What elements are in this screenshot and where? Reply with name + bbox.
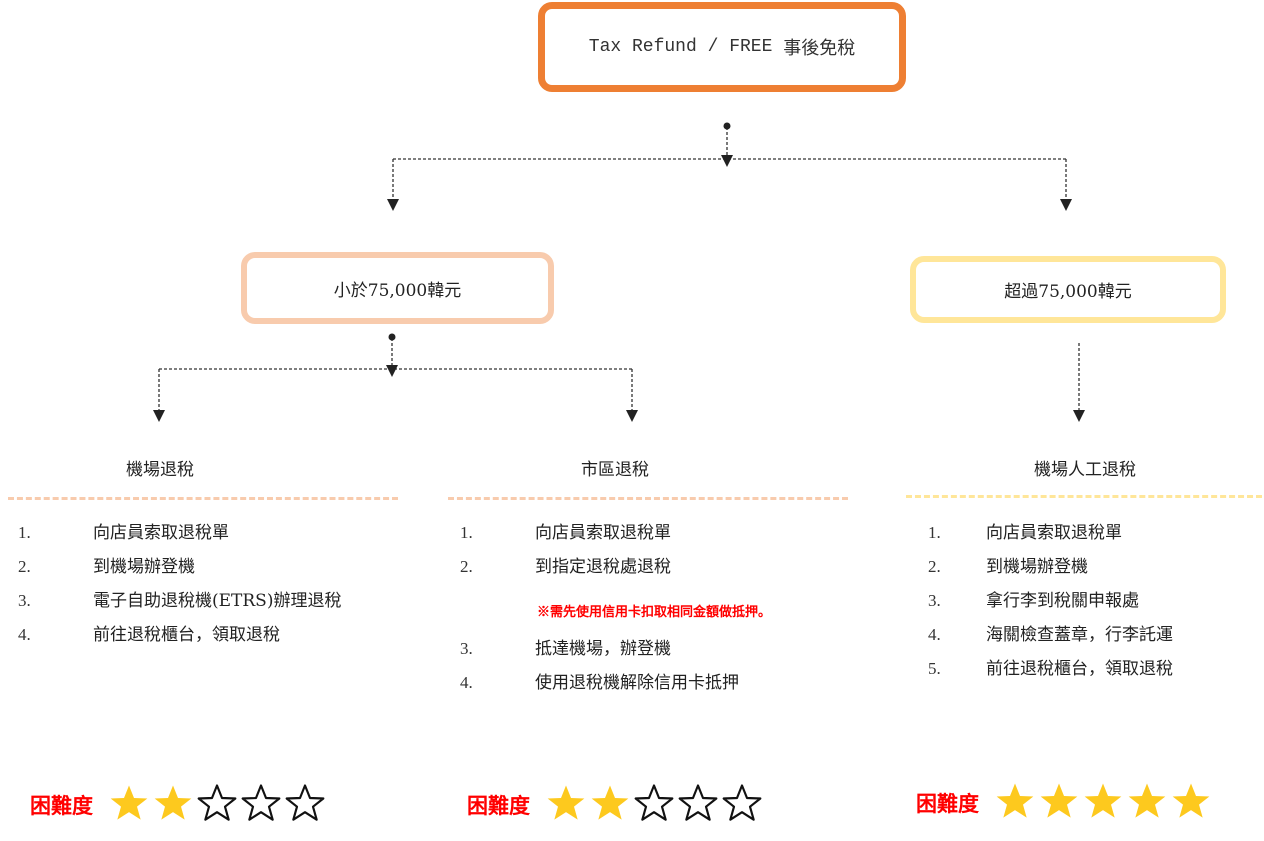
difficulty-rating-city-refund: 困難度 bbox=[467, 783, 764, 827]
branch-label: 小於75,000韓元 bbox=[333, 280, 462, 301]
star-filled-icon bbox=[110, 785, 148, 820]
difficulty-rating-manual-airport-refund: 困難度 bbox=[916, 781, 1213, 825]
list-item: 2.到機場辦登機 bbox=[928, 557, 1088, 577]
steps-list-city-refund-cont: 3.抵達機場，辦登機 4.使用退稅機解除信用卡抵押 bbox=[460, 632, 739, 700]
difficulty-label: 困難度 bbox=[467, 793, 530, 818]
list-item: 1.向店員索取退稅單 bbox=[18, 523, 229, 543]
star-filled-icon bbox=[996, 783, 1034, 818]
arrow-down-icon bbox=[387, 199, 399, 211]
branch-label: 超過75,000韓元 bbox=[1004, 282, 1132, 302]
steps-list-city-refund: 1.向店員索取退稅單 2.到指定退稅處退稅 bbox=[460, 516, 671, 584]
difficulty-label: 困難度 bbox=[916, 791, 979, 816]
list-item: 2.到機場辦登機 bbox=[18, 557, 195, 577]
star-filled-icon bbox=[1040, 783, 1078, 818]
column-divider bbox=[906, 495, 1262, 498]
list-item: 4.使用退稅機解除信用卡抵押 bbox=[460, 673, 739, 693]
star-rating bbox=[107, 783, 327, 827]
root-node: Tax Refund / FREE 事後免稅 bbox=[538, 2, 906, 92]
star-filled-icon bbox=[154, 785, 192, 820]
list-item: 1.向店員索取退稅單 bbox=[928, 523, 1122, 543]
star-rating bbox=[544, 783, 764, 827]
branch-under-75000: 小於75,000韓元 bbox=[241, 252, 554, 324]
star-outline-icon bbox=[241, 784, 281, 821]
list-item: 3.電子自助退稅機(ETRS)辦理退稅 bbox=[18, 591, 342, 611]
difficulty-label: 困難度 bbox=[30, 793, 93, 818]
dot-icon bbox=[723, 122, 731, 130]
dot-icon bbox=[388, 333, 396, 341]
deposit-warning-note: ※需先使用信用卡扣取相同金額做抵押。 bbox=[537, 605, 772, 620]
root-title-latin: Tax Refund / FREE bbox=[588, 37, 773, 57]
column-title-airport-refund: 機場退稅 bbox=[126, 460, 194, 480]
difficulty-rating-airport-refund: 困難度 bbox=[30, 783, 327, 827]
star-outline-icon bbox=[722, 784, 762, 821]
arrow-down-icon bbox=[1060, 199, 1072, 211]
star-filled-icon bbox=[1128, 783, 1166, 818]
star-outline-icon bbox=[285, 784, 325, 821]
star-outline-icon bbox=[197, 784, 237, 821]
column-title-manual-airport-refund: 機場人工退稅 bbox=[1034, 460, 1136, 480]
list-item: 3.拿行李到稅關申報處 bbox=[928, 591, 1139, 611]
list-item: 2.到指定退稅處退稅 bbox=[460, 557, 671, 577]
branch-over-75000: 超過75,000韓元 bbox=[910, 256, 1226, 323]
list-item: 1.向店員索取退稅單 bbox=[460, 523, 671, 543]
list-item: 4.前往退稅櫃台，領取退稅 bbox=[18, 625, 280, 645]
steps-list-airport-refund: 1.向店員索取退稅單 2.到機場辦登機 3.電子自助退稅機(ETRS)辦理退稅 … bbox=[18, 516, 341, 652]
arrow-down-icon bbox=[386, 365, 398, 377]
arrow-down-icon bbox=[1073, 410, 1085, 422]
column-title-city-refund: 市區退稅 bbox=[581, 460, 649, 480]
star-filled-icon bbox=[591, 785, 629, 820]
list-item: 4.海關檢查蓋章，行李託運 bbox=[928, 625, 1173, 645]
list-item: 5.前往退稅櫃台，領取退稅 bbox=[928, 659, 1173, 679]
root-title-cjk: 事後免稅 bbox=[783, 38, 856, 59]
star-filled-icon bbox=[1172, 783, 1210, 818]
steps-list-manual-airport-refund: 1.向店員索取退稅單 2.到機場辦登機 3.拿行李到稅關申報處 4.海關檢查蓋章… bbox=[928, 516, 1173, 686]
column-divider bbox=[448, 497, 848, 500]
star-filled-icon bbox=[547, 785, 585, 820]
arrow-down-icon bbox=[153, 410, 165, 422]
column-divider bbox=[8, 497, 398, 500]
star-outline-icon bbox=[634, 784, 674, 821]
list-item: 3.抵達機場，辦登機 bbox=[460, 639, 671, 659]
star-outline-icon bbox=[678, 784, 718, 821]
arrow-down-icon bbox=[721, 155, 733, 167]
arrow-down-icon bbox=[626, 410, 638, 422]
star-rating bbox=[993, 781, 1213, 825]
star-filled-icon bbox=[1084, 783, 1122, 818]
